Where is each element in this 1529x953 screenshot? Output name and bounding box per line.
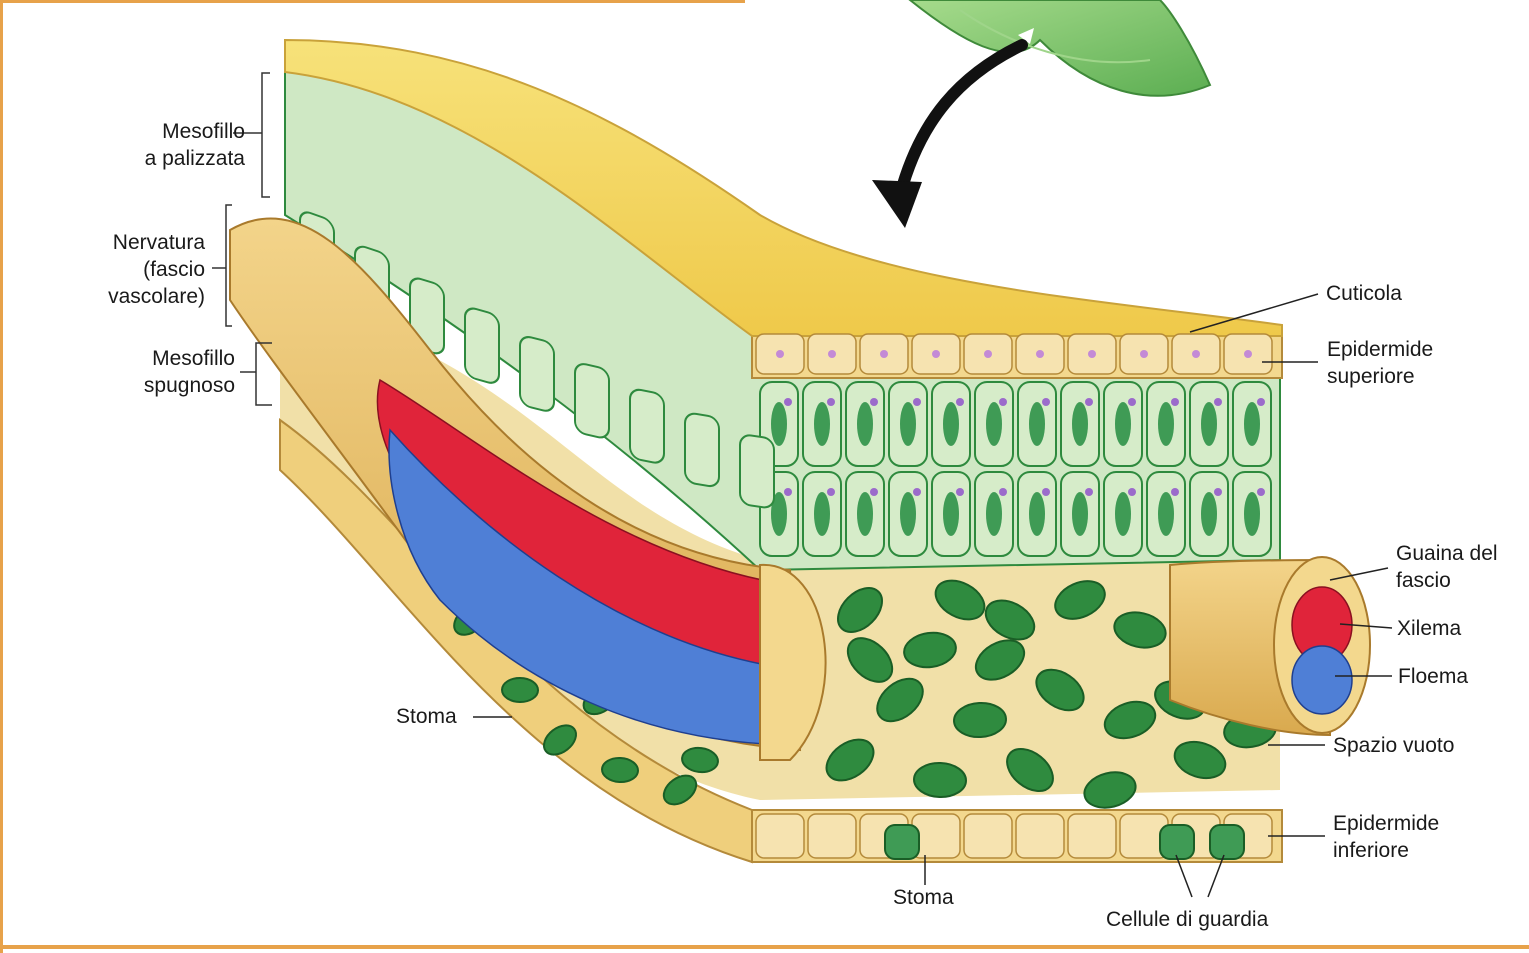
label-xilema: Xilema — [1397, 615, 1461, 642]
spongy-cell — [502, 678, 538, 703]
guard-cell — [885, 825, 919, 859]
vacuole — [1201, 492, 1217, 536]
nucleus — [984, 350, 992, 358]
lower-epidermis-cell — [808, 814, 856, 858]
vacuole — [943, 492, 959, 536]
palisade-cell — [465, 306, 499, 385]
label-mesofillo-palizzata: Mesofillo a palizzata — [100, 118, 245, 172]
nucleus — [999, 398, 1007, 406]
vacuole — [986, 492, 1002, 536]
nucleus — [1171, 488, 1179, 496]
label-guaina-fascio: Guaina del fascio — [1396, 540, 1498, 594]
vacuole — [857, 492, 873, 536]
nucleus — [1257, 488, 1265, 496]
nucleus — [776, 350, 784, 358]
nucleus — [1128, 488, 1136, 496]
label-spazio-vuoto: Spazio vuoto — [1333, 732, 1454, 759]
vacuole — [900, 492, 916, 536]
lower-epidermis-cell — [964, 814, 1012, 858]
vacuole — [814, 492, 830, 536]
nucleus — [1042, 398, 1050, 406]
vacuole — [814, 402, 830, 446]
palisade-cell — [520, 335, 554, 413]
vacuole — [1244, 492, 1260, 536]
vacuole — [1201, 402, 1217, 446]
nucleus — [1140, 350, 1148, 358]
vacuole — [1029, 402, 1045, 446]
vacuole — [1072, 402, 1088, 446]
guard-cell — [1160, 825, 1194, 859]
nucleus — [1214, 488, 1222, 496]
vacuole — [1115, 492, 1131, 536]
vacuole — [1158, 402, 1174, 446]
spongy-cell — [913, 762, 966, 798]
palisade-cell — [685, 412, 719, 488]
nucleus — [1244, 350, 1252, 358]
nucleus — [1128, 398, 1136, 406]
vacuole — [1115, 402, 1131, 446]
nucleus — [827, 398, 835, 406]
nucleus — [1214, 398, 1222, 406]
nucleus — [1036, 350, 1044, 358]
label-stoma-bottom: Stoma — [893, 884, 954, 911]
vacuole — [1072, 492, 1088, 536]
nucleus — [1085, 398, 1093, 406]
nucleus — [1085, 488, 1093, 496]
nucleus — [999, 488, 1007, 496]
lower-epidermis-cell — [1068, 814, 1116, 858]
palisade-cell — [630, 388, 664, 465]
label-mesofillo-spugnoso: Mesofillo spugnoso — [100, 345, 235, 399]
vacuole — [857, 402, 873, 446]
vacuole — [771, 402, 787, 446]
nucleus — [1257, 398, 1265, 406]
nucleus — [1088, 350, 1096, 358]
nucleus — [880, 350, 888, 358]
leaf-icon — [910, 0, 1210, 96]
nucleus — [913, 488, 921, 496]
nucleus — [784, 398, 792, 406]
nucleus — [1192, 350, 1200, 358]
nucleus — [913, 398, 921, 406]
vacuole — [1029, 492, 1045, 536]
vacuole — [986, 402, 1002, 446]
label-cellule-guardia: Cellule di guardia — [1106, 906, 1268, 933]
palisade-cell — [575, 362, 609, 440]
lower-epidermis-cell — [1016, 814, 1064, 858]
nucleus — [956, 398, 964, 406]
nucleus — [870, 488, 878, 496]
label-floema: Floema — [1398, 663, 1468, 690]
vacuole — [900, 402, 916, 446]
vacuole — [943, 402, 959, 446]
nucleus — [932, 350, 940, 358]
vacuole — [1158, 492, 1174, 536]
nucleus — [828, 350, 836, 358]
label-nervatura: Nervatura (fascio vascolare) — [70, 229, 205, 310]
nucleus — [1171, 398, 1179, 406]
label-epidermide-superiore: Epidermide superiore — [1327, 336, 1433, 390]
palisade-cell — [740, 434, 774, 509]
nucleus — [956, 488, 964, 496]
guard-cell — [1210, 825, 1244, 859]
spongy-cell — [601, 757, 638, 783]
label-epidermide-inferiore: Epidermide inferiore — [1333, 810, 1439, 864]
arrow-icon — [872, 45, 1022, 228]
vascular-bundle-small — [1170, 557, 1370, 735]
nucleus — [1042, 488, 1050, 496]
label-stoma-left: Stoma — [396, 703, 457, 730]
nucleus — [784, 488, 792, 496]
label-cuticola: Cuticola — [1326, 280, 1402, 307]
nucleus — [827, 488, 835, 496]
lower-epidermis-cell — [756, 814, 804, 858]
nucleus — [870, 398, 878, 406]
vacuole — [1244, 402, 1260, 446]
